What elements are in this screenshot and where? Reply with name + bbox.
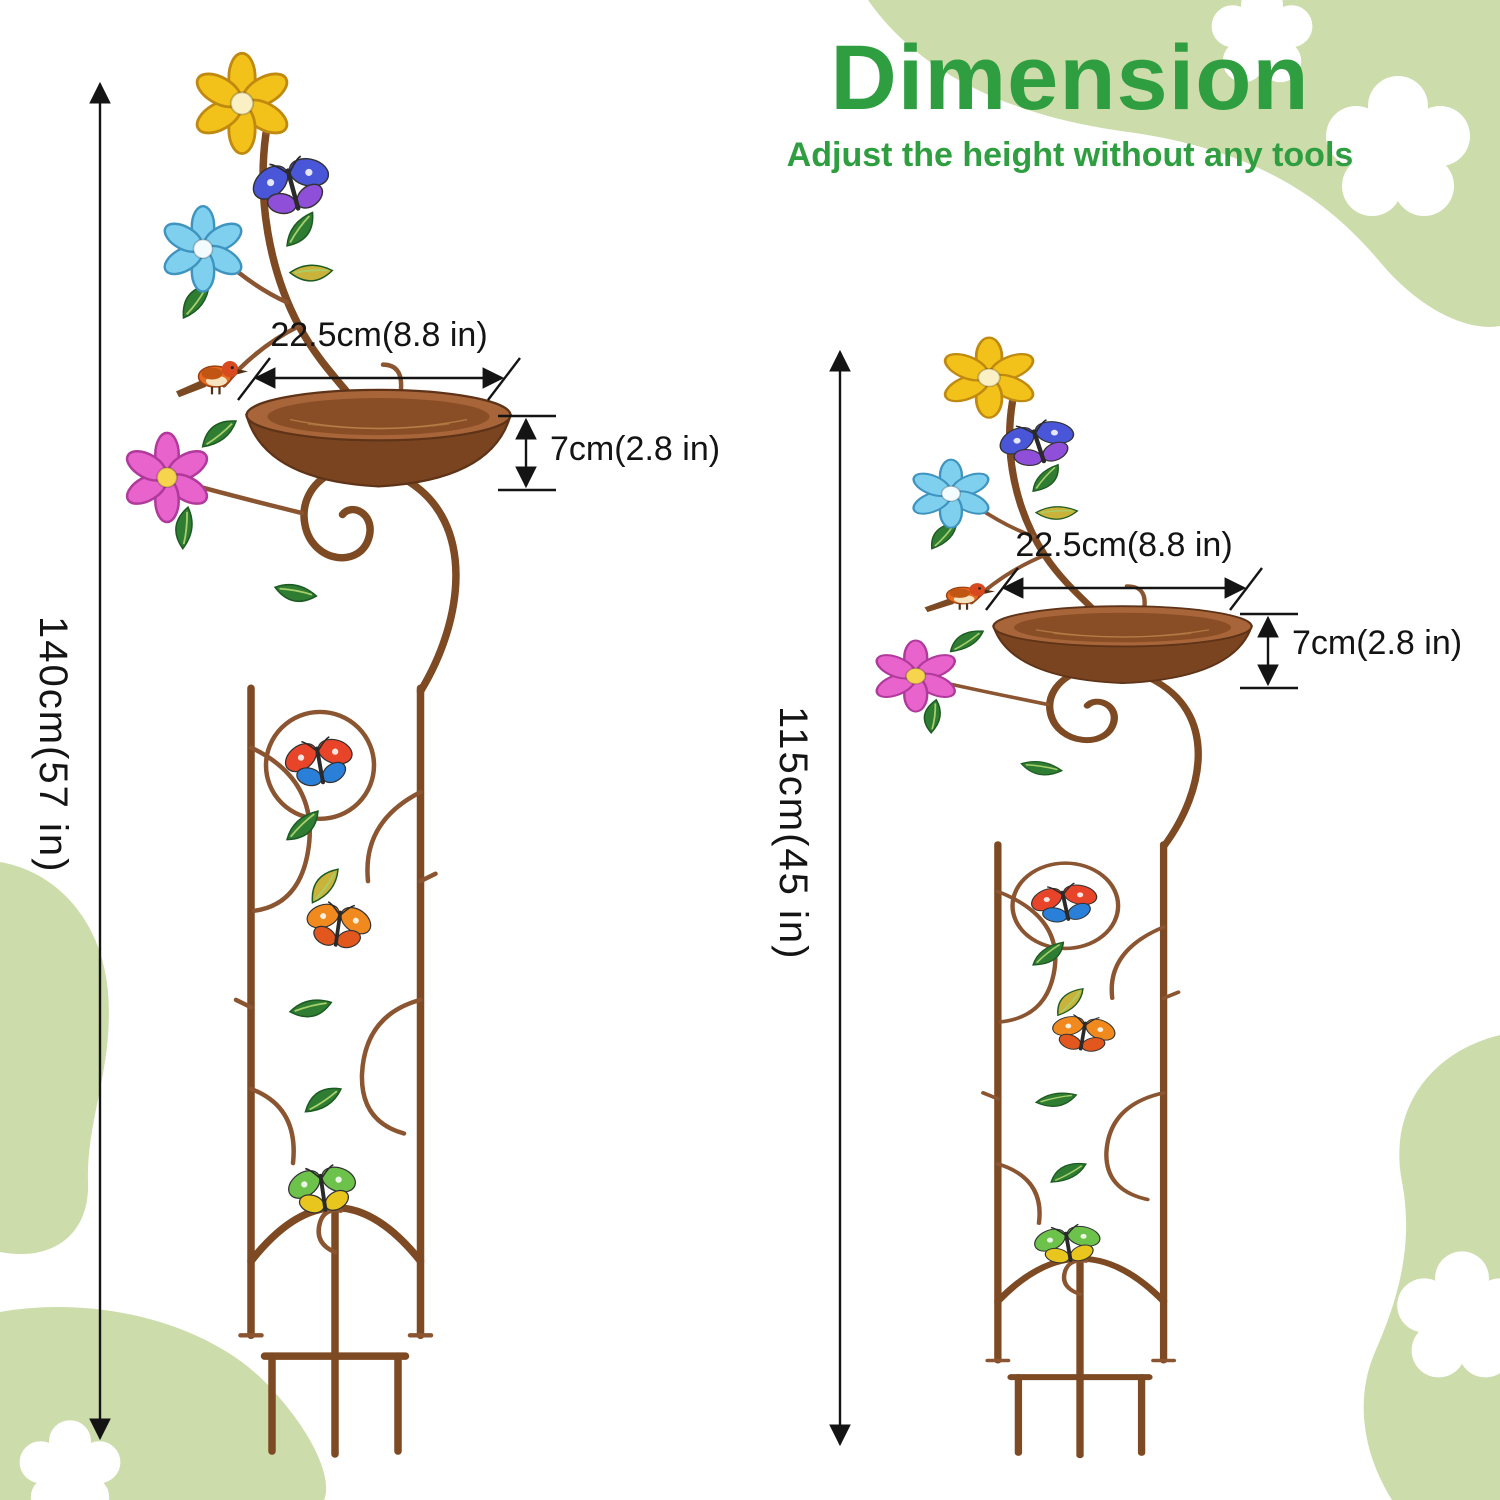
bowl-depth-label-right: 7cm(2.8 in) [1292,624,1463,662]
bowl-width-label-right: 22.5cm(8.8 in) [1015,526,1233,564]
height-label-140cm: 140cm(57 in) [31,616,75,874]
page-title: Dimension [830,27,1310,129]
bowl-width-label-left: 22.5cm(8.8 in) [270,316,488,354]
product-illustration-115cm [860,335,1300,1460]
white-flower-cutouts [19,0,1500,1500]
page-subtitle: Adjust the height without any tools [786,136,1354,174]
product-illustration-140cm [110,50,560,1460]
bowl-depth-label-left: 7cm(2.8 in) [550,430,721,468]
height-label-115cm: 115cm(45 in) [771,706,815,961]
